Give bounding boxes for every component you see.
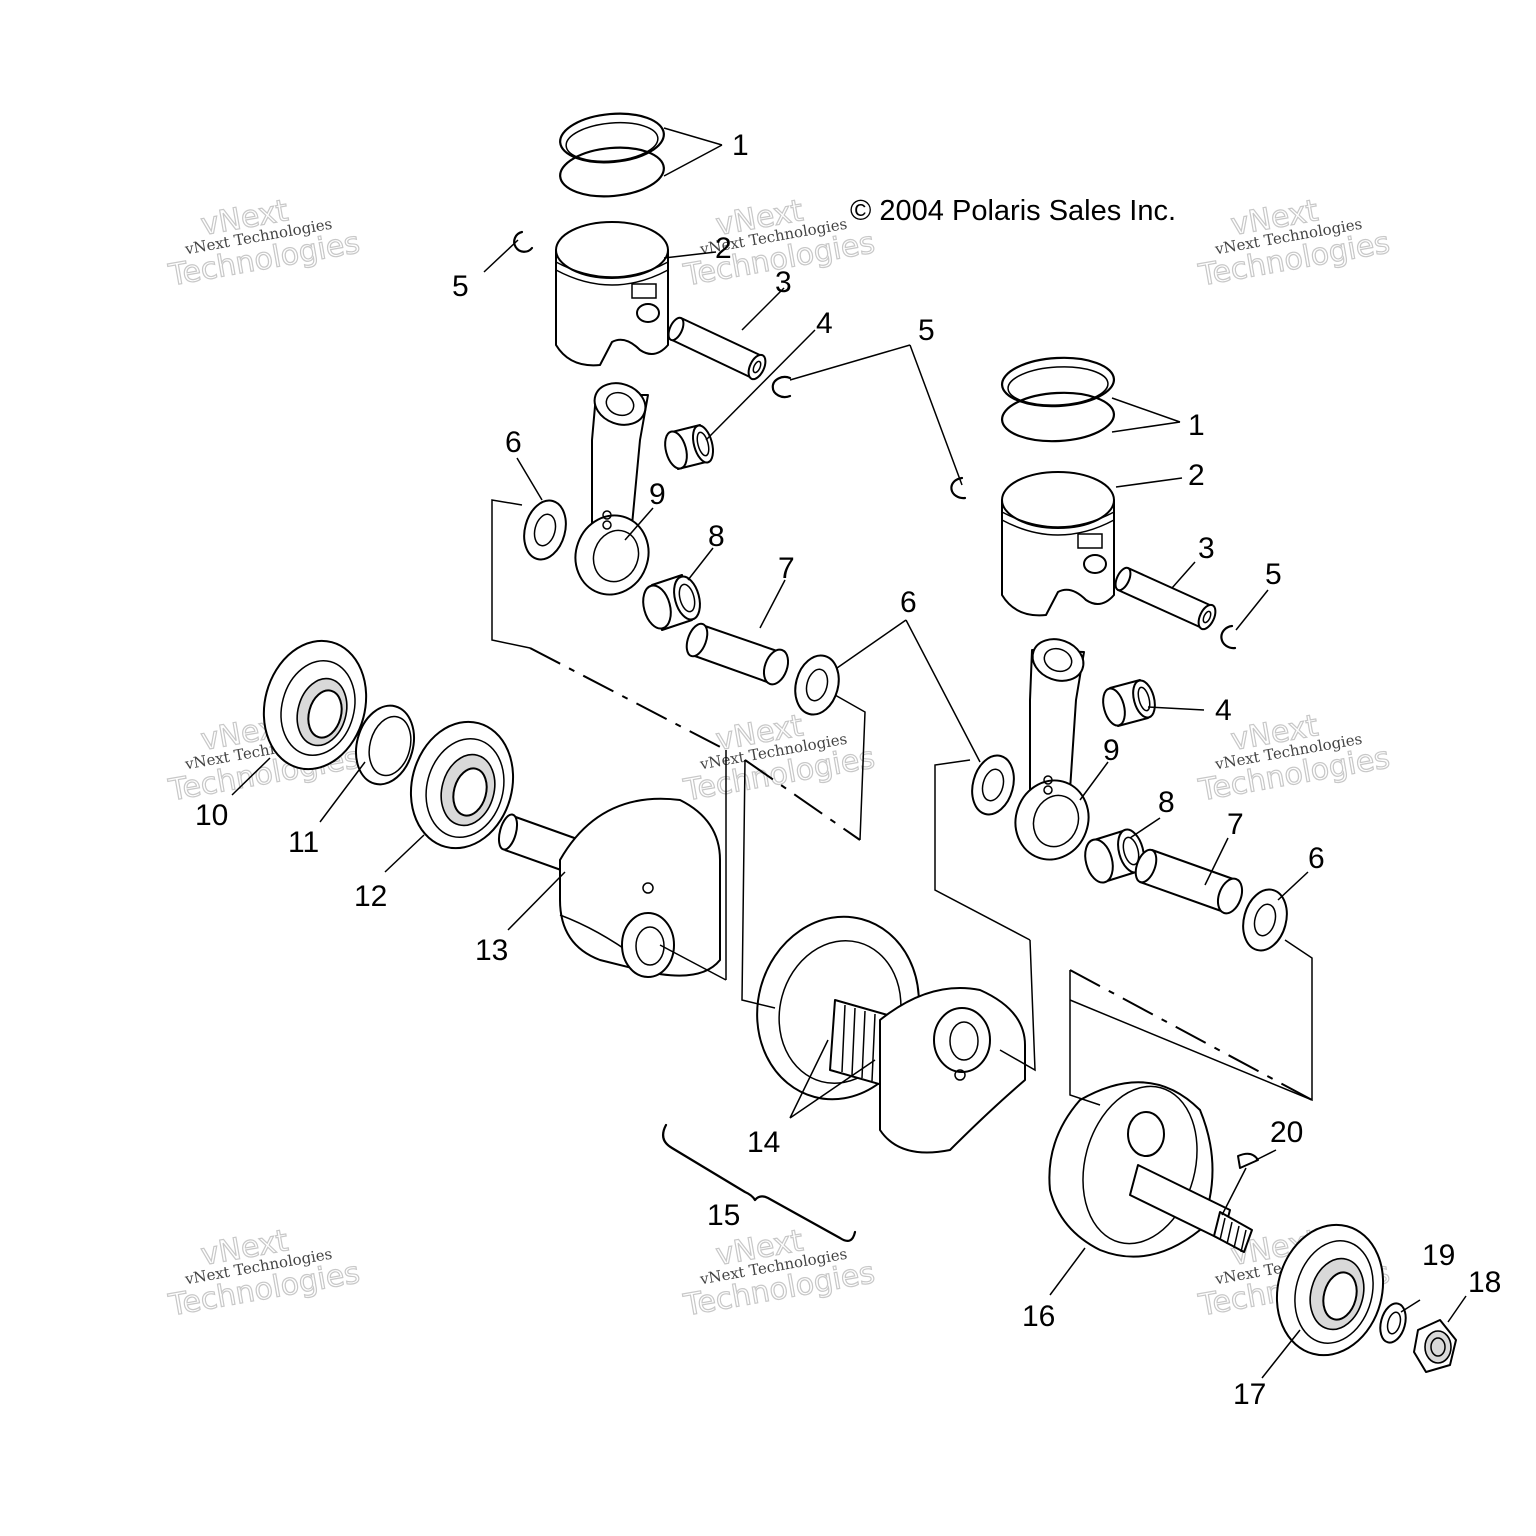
callout-8: 8 [708, 520, 725, 553]
circlip-b-right [1220, 624, 1237, 650]
connecting-rod-b [1014, 638, 1090, 861]
callout-19: 19 [1422, 1239, 1455, 1272]
circlip-a-left [513, 230, 534, 253]
callout-2: 2 [715, 232, 732, 265]
small-end-bearing-b [1102, 679, 1156, 727]
thrust-washer-a-lower [794, 654, 840, 716]
crankshaft-center-section [756, 915, 1026, 1154]
callout-6: 6 [1308, 842, 1325, 875]
leader-lines [231, 127, 1467, 1379]
callout-8: 8 [1158, 786, 1175, 819]
crankshaft-half-right [1048, 1081, 1253, 1258]
callout-10: 10 [195, 799, 228, 832]
callout-labels: 1 2 3 4 5 5 6 9 8 7 1 2 3 5 6 4 9 8 7 6 … [195, 129, 1501, 1411]
callout-7: 7 [1227, 808, 1244, 841]
callout-20: 20 [1270, 1116, 1303, 1149]
alignment-lines [491, 499, 1313, 1106]
spacer-ring [355, 704, 415, 786]
watermark-mid-center: vNext vNext Technologies Technologies [680, 708, 878, 809]
watermark-bottom-left: vNext vNext Technologies Technologies [165, 1223, 363, 1324]
callout-9: 9 [1103, 734, 1120, 767]
thrust-washer-b-lower [1242, 888, 1288, 952]
connecting-rod-a [574, 382, 650, 596]
piston-ring-set-a [559, 112, 665, 198]
big-end-bearing-a [642, 574, 701, 631]
main-bearing-right [1275, 1223, 1385, 1357]
circlip-a-right [771, 375, 792, 399]
callout-4: 4 [816, 307, 833, 340]
callout-14: 14 [747, 1126, 780, 1159]
callout-5: 5 [918, 314, 935, 347]
watermark-top-right: vNext vNext Technologies Technologies [1195, 193, 1393, 294]
circlip-b-left [950, 476, 967, 500]
callout-6: 6 [900, 586, 917, 619]
callout-7: 7 [778, 552, 795, 585]
thrust-washer-b-upper [971, 754, 1015, 816]
small-end-bearing-a [664, 424, 714, 470]
copyright-notice: © 2004 Polaris Sales Inc. [850, 195, 1176, 227]
piston-b [1001, 471, 1115, 617]
piston-ring-set-b [1000, 356, 1116, 443]
callout-1: 1 [732, 129, 749, 162]
callout-11: 11 [288, 826, 319, 859]
callout-15: 15 [707, 1199, 740, 1232]
watermark-top-center: vNext vNext Technologies Technologies [680, 193, 878, 294]
callout-13: 13 [475, 934, 508, 967]
callout-5: 5 [452, 270, 469, 303]
crank-pin-a [685, 622, 790, 686]
woodruff-key [1237, 1152, 1259, 1169]
callout-6: 6 [505, 426, 522, 459]
callout-5: 5 [1265, 558, 1282, 591]
lock-washer [1379, 1302, 1407, 1344]
watermark-bottom-center: vNext vNext Technologies Technologies [680, 1223, 878, 1324]
callout-4: 4 [1215, 694, 1232, 727]
piston-pin-b [1114, 566, 1217, 631]
main-bearing-left [262, 639, 368, 771]
callout-18: 18 [1468, 1266, 1501, 1299]
callout-9: 9 [649, 478, 666, 511]
piston-pin-a [667, 316, 767, 381]
callout-3: 3 [775, 266, 792, 299]
watermark-top-left: vNext vNext Technologies Technologies [165, 193, 363, 294]
callout-2: 2 [1188, 459, 1205, 492]
callout-3: 3 [1198, 532, 1215, 565]
crankshaft-half-left [497, 797, 721, 978]
thrust-washer-a-upper [523, 499, 567, 561]
main-bearing-left-inner [409, 720, 515, 850]
crankshaft-nut [1413, 1319, 1457, 1373]
callout-16: 16 [1022, 1300, 1055, 1333]
callout-12: 12 [354, 880, 387, 913]
piston-a [555, 221, 669, 367]
callout-17: 17 [1233, 1378, 1266, 1411]
bracket-15 [661, 1123, 857, 1242]
callout-1: 1 [1188, 409, 1205, 442]
crank-pin-b [1134, 848, 1244, 915]
